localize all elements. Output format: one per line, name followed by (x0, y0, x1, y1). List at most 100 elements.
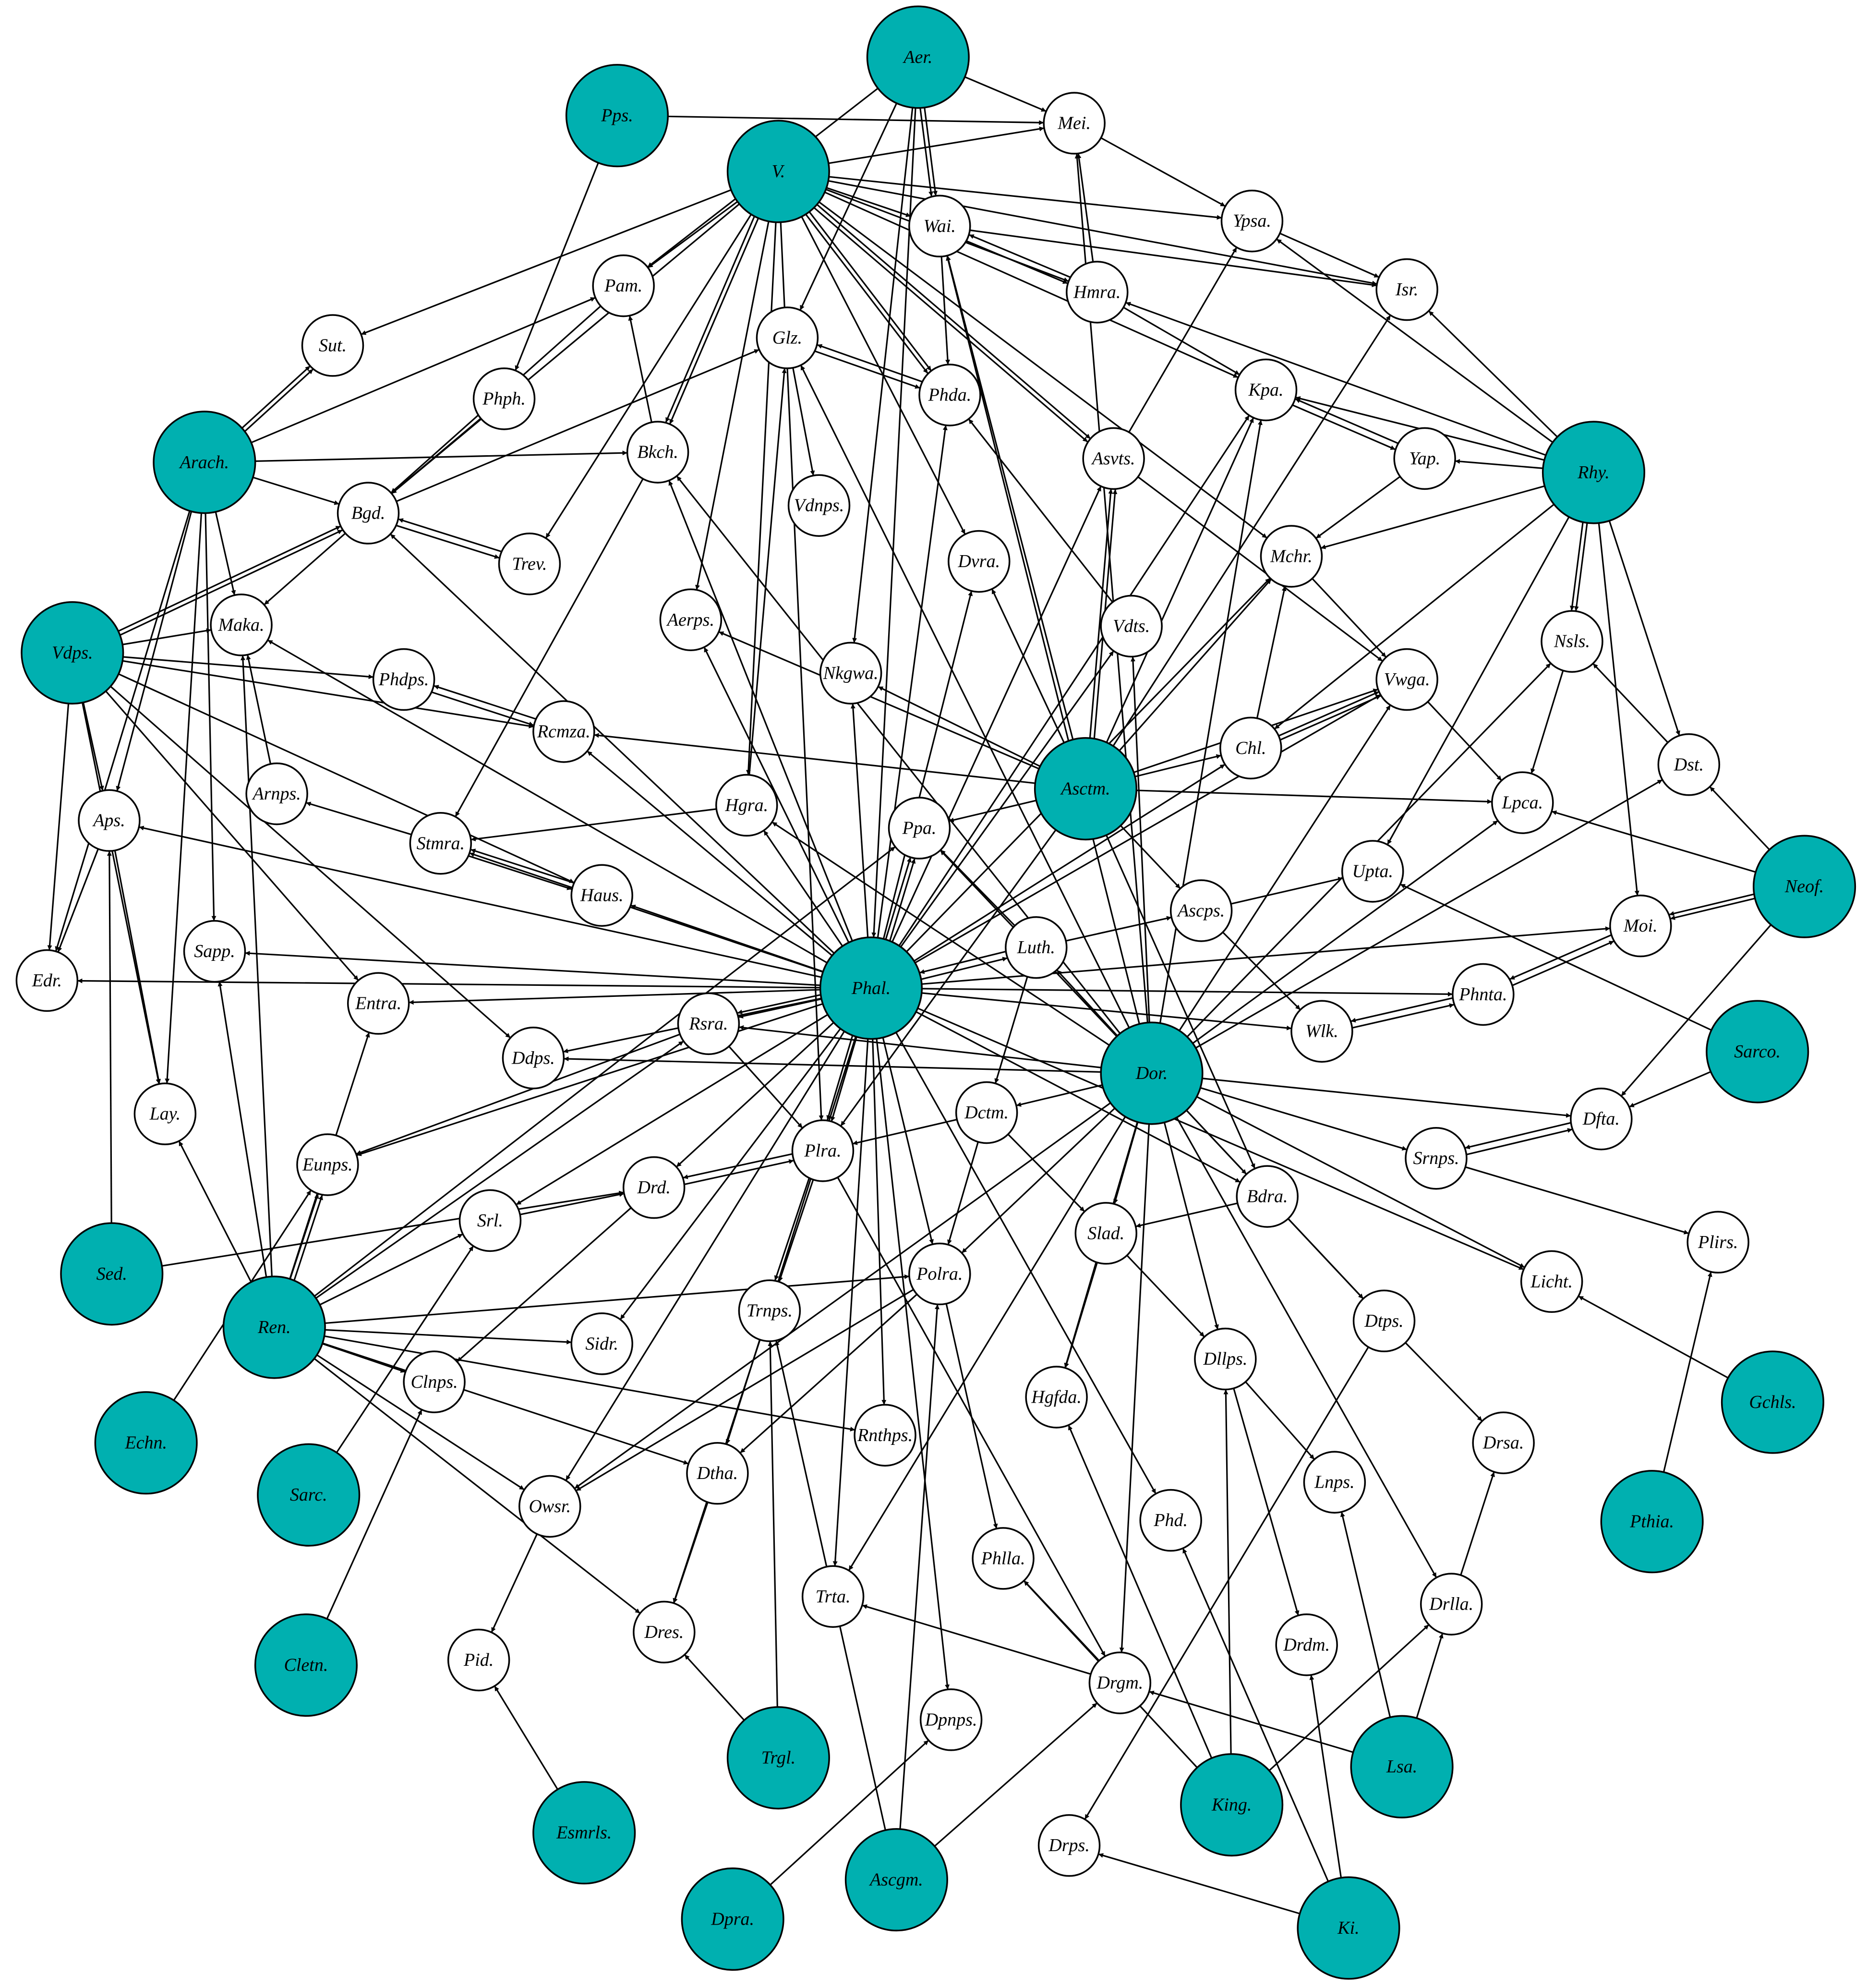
node-rsra[interactable]: Rsra. (677, 992, 740, 1055)
node-circle[interactable] (403, 1350, 466, 1413)
node-aer[interactable]: Aer. (866, 5, 970, 109)
node-ascps[interactable]: Ascps. (1169, 879, 1233, 942)
node-phal[interactable]: Phal. (819, 936, 923, 1040)
node-dor[interactable]: Dor. (1100, 1021, 1204, 1125)
node-polra[interactable]: Polra. (908, 1242, 971, 1306)
node-hgra[interactable]: Hgra. (715, 774, 778, 837)
node-circle[interactable] (844, 1828, 948, 1932)
node-hgfda[interactable]: Hgfda. (1025, 1366, 1088, 1429)
node-circle[interactable] (919, 1688, 983, 1751)
node-circle[interactable] (819, 642, 882, 705)
node-circle[interactable] (133, 1082, 197, 1145)
node-owsr[interactable]: Owsr. (518, 1475, 581, 1538)
node-dtps[interactable]: Dtps. (1352, 1289, 1416, 1353)
node-wai[interactable]: Wai. (908, 194, 971, 258)
node-arach[interactable]: Arach. (153, 411, 256, 514)
node-circle[interactable] (1472, 1411, 1535, 1474)
node-pps[interactable]: Pps. (565, 64, 669, 168)
node-srnps[interactable]: Srnps. (1405, 1127, 1468, 1190)
node-circle[interactable] (532, 1781, 636, 1885)
node-moi[interactable]: Moi. (1609, 894, 1672, 958)
node-circle[interactable] (532, 700, 595, 763)
node-srl[interactable]: Srl. (458, 1189, 522, 1252)
node-circle[interactable] (565, 64, 669, 168)
node-sarco[interactable]: Sarco. (1706, 1000, 1809, 1103)
node-circle[interactable] (819, 936, 923, 1040)
node-circle[interactable] (1657, 733, 1721, 796)
node-clnps[interactable]: Clnps. (403, 1350, 466, 1413)
node-circle[interactable] (918, 364, 981, 426)
node-dctm[interactable]: Dctm. (955, 1081, 1018, 1144)
node-nkgwa[interactable]: Nkgwa. (819, 642, 882, 705)
node-lay[interactable]: Lay. (133, 1082, 197, 1145)
node-circle[interactable] (756, 306, 819, 369)
node-circle[interactable] (1405, 1127, 1468, 1190)
node-circle[interactable] (1290, 1000, 1353, 1063)
node-mchr[interactable]: Mchr. (1260, 525, 1323, 588)
node-circle[interactable] (791, 1119, 855, 1182)
node-circle[interactable] (1706, 1000, 1809, 1103)
node-eunps[interactable]: Eunps. (296, 1133, 359, 1196)
node-neof[interactable]: Neof. (1752, 835, 1856, 938)
node-circle[interactable] (1260, 525, 1323, 588)
node-phd[interactable]: Phd. (1139, 1489, 1202, 1552)
node-circle[interactable] (1100, 1021, 1204, 1125)
node-circle[interactable] (472, 367, 536, 430)
node-drlla[interactable]: Drlla. (1420, 1573, 1483, 1636)
node-ki[interactable]: Ki. (1297, 1876, 1400, 1980)
node-ascgm[interactable]: Ascgm. (844, 1828, 948, 1932)
node-circle[interactable] (1275, 1613, 1338, 1676)
node-circle[interactable] (1219, 716, 1282, 780)
node-circle[interactable] (1194, 1327, 1257, 1391)
node-bgd[interactable]: Bgd. (337, 482, 400, 545)
node-lsa[interactable]: Lsa. (1350, 1715, 1454, 1818)
node-kpa[interactable]: Kpa. (1234, 358, 1298, 422)
node-dres[interactable]: Dres. (633, 1600, 696, 1664)
node-phph[interactable]: Phph. (472, 367, 536, 430)
node-dpnps[interactable]: Dpnps. (919, 1688, 983, 1751)
node-circle[interactable] (1169, 879, 1233, 942)
node-bkch[interactable]: Bkch. (626, 421, 689, 484)
node-circle[interactable] (1303, 1451, 1366, 1514)
node-trev[interactable]: Trev. (498, 533, 561, 595)
node-ddps[interactable]: Ddps. (502, 1027, 565, 1090)
node-circle[interactable] (254, 1613, 358, 1717)
node-circle[interactable] (153, 411, 256, 514)
node-circle[interactable] (1180, 1753, 1284, 1857)
node-circle[interactable] (518, 1475, 581, 1538)
node-circle[interactable] (409, 812, 472, 875)
node-circle[interactable] (1570, 1088, 1633, 1151)
node-lpca[interactable]: Lpca. (1491, 771, 1554, 834)
node-circle[interactable] (210, 594, 273, 656)
node-circle[interactable] (21, 601, 124, 705)
node-circle[interactable] (801, 1565, 865, 1628)
node-isr[interactable]: Isr. (1375, 258, 1438, 321)
node-circle[interactable] (726, 1706, 830, 1810)
node-trnps[interactable]: Trnps. (738, 1279, 801, 1342)
node-circle[interactable] (78, 789, 141, 852)
node-rhy[interactable]: Rhy. (1542, 421, 1646, 524)
node-circle[interactable] (1375, 648, 1438, 711)
node-haus[interactable]: Haus. (570, 864, 633, 927)
node-sapp[interactable]: Sapp. (183, 920, 246, 983)
node-drd[interactable]: Drd. (622, 1156, 686, 1219)
node-circle[interactable] (866, 5, 970, 109)
node-drps[interactable]: Drps. (1037, 1814, 1101, 1877)
node-circle[interactable] (659, 588, 723, 651)
node-luth[interactable]: Luth. (1005, 916, 1068, 979)
node-dfta[interactable]: Dfta. (1570, 1088, 1633, 1151)
node-drdm[interactable]: Drdm. (1275, 1613, 1338, 1676)
node-asvts[interactable]: Asvts. (1082, 427, 1145, 490)
node-circle[interactable] (498, 533, 561, 595)
node-circle[interactable] (677, 992, 740, 1055)
node-circle[interactable] (686, 1442, 749, 1505)
node-plra[interactable]: Plra. (791, 1119, 855, 1182)
node-circle[interactable] (726, 120, 830, 223)
node-circle[interactable] (1236, 1165, 1299, 1228)
node-trta[interactable]: Trta. (801, 1565, 865, 1628)
node-circle[interactable] (1005, 916, 1068, 979)
node-dpra[interactable]: Dpra. (681, 1867, 784, 1971)
node-sed[interactable]: Sed. (60, 1222, 164, 1326)
node-vdps[interactable]: Vdps. (21, 601, 124, 705)
node-circle[interactable] (1220, 190, 1284, 253)
